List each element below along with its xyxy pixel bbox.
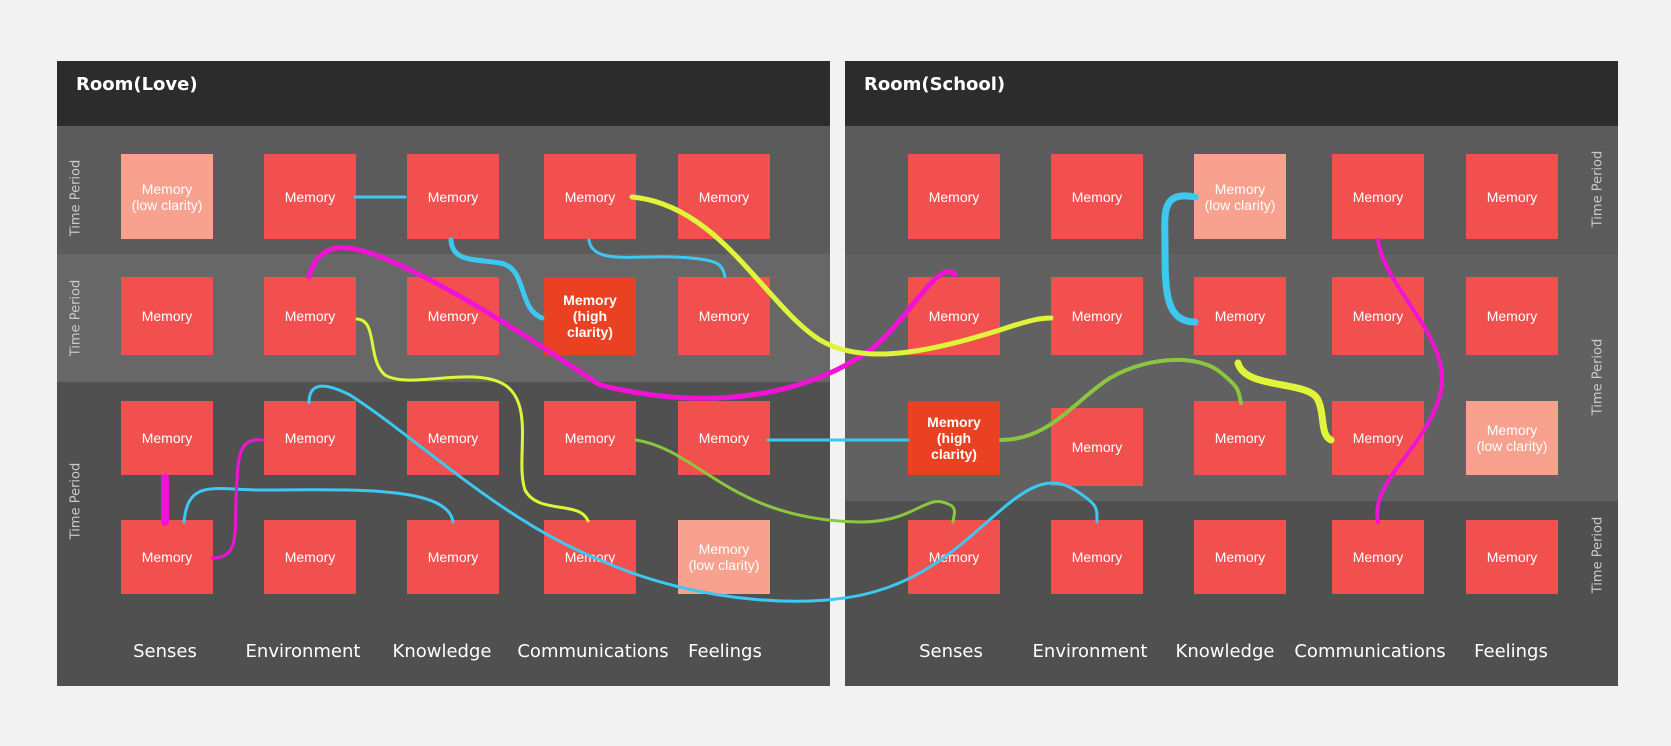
- memory-card[interactable]: Memory: [678, 277, 770, 355]
- memory-card[interactable]: Memory: [121, 277, 213, 355]
- memory-card[interactable]: Memory: [407, 520, 499, 594]
- memory-card[interactable]: Memory: [121, 401, 213, 475]
- column-label-feelings: Feelings: [688, 641, 762, 662]
- memory-card[interactable]: Memory: [1332, 277, 1424, 355]
- memory-card[interactable]: Memory: [264, 277, 356, 355]
- column-label-knowledge: Knowledge: [392, 641, 492, 662]
- time-period-label: Time Period: [1590, 338, 1606, 416]
- time-period-label: Time Period: [68, 159, 84, 237]
- time-period-label: Time Period: [68, 279, 84, 357]
- time-period-label: Time Period: [68, 462, 84, 540]
- column-label-knowledge: Knowledge: [1175, 641, 1275, 662]
- column-label-environment: Environment: [245, 641, 361, 662]
- memory-card[interactable]: Memory: [1194, 277, 1286, 355]
- memory-card[interactable]: Memory: [1051, 520, 1143, 594]
- memory-card[interactable]: Memory: [1332, 401, 1424, 475]
- room-love-title: Room(Love): [76, 74, 198, 95]
- memory-card[interactable]: Memory: [544, 154, 636, 239]
- room-school-panel: Room(School) Time Period Time Period Tim…: [845, 61, 1618, 686]
- memory-card[interactable]: Memory: [908, 520, 1000, 594]
- memory-card[interactable]: Memory: [1466, 277, 1558, 355]
- memory-card[interactable]: Memory: [1332, 154, 1424, 239]
- room-school-header: Room(School): [845, 61, 1618, 126]
- memory-card[interactable]: Memory: [1466, 520, 1558, 594]
- memory-card[interactable]: Memory: [544, 520, 636, 594]
- memory-card[interactable]: Memory: [1194, 401, 1286, 475]
- memory-card[interactable]: Memory (low clarity): [121, 154, 213, 239]
- column-label-environment: Environment: [1032, 641, 1148, 662]
- memory-card[interactable]: Memory: [908, 277, 1000, 355]
- memory-card[interactable]: Memory: [544, 401, 636, 475]
- memory-card[interactable]: Memory (low clarity): [678, 520, 770, 594]
- memory-card[interactable]: Memory (low clarity): [1466, 401, 1558, 475]
- memory-card[interactable]: Memory: [678, 154, 770, 239]
- memory-card[interactable]: Memory: [1051, 277, 1143, 355]
- time-period-label: Time Period: [1590, 516, 1606, 594]
- memory-card[interactable]: Memory: [407, 401, 499, 475]
- memory-card[interactable]: Memory: [1051, 154, 1143, 239]
- memory-card[interactable]: Memory: [121, 520, 213, 594]
- room-love-header: Room(Love): [57, 61, 830, 126]
- memory-card[interactable]: Memory (high clarity): [908, 401, 1000, 475]
- column-label-senses: Senses: [133, 641, 197, 662]
- memory-card[interactable]: Memory (low clarity): [1194, 154, 1286, 239]
- memory-card[interactable]: Memory: [407, 277, 499, 355]
- column-label-feelings: Feelings: [1474, 641, 1548, 662]
- column-label-senses: Senses: [919, 641, 983, 662]
- memory-card[interactable]: Memory: [264, 401, 356, 475]
- memory-card[interactable]: Memory: [407, 154, 499, 239]
- memory-card[interactable]: Memory: [1051, 408, 1143, 486]
- room-school-title: Room(School): [864, 74, 1006, 95]
- memory-card[interactable]: Memory: [678, 401, 770, 475]
- memory-card[interactable]: Memory: [908, 154, 1000, 239]
- memory-card[interactable]: Memory: [264, 520, 356, 594]
- memory-card[interactable]: Memory: [1466, 154, 1558, 239]
- room-love-panel: Room(Love) Time Period Time Period Time …: [57, 61, 830, 686]
- memory-card[interactable]: Memory (high clarity): [544, 277, 636, 355]
- column-label-communications: Communications: [1294, 641, 1446, 662]
- column-label-communications: Communications: [517, 641, 669, 662]
- memory-card[interactable]: Memory: [1194, 520, 1286, 594]
- memory-card[interactable]: Memory: [1332, 520, 1424, 594]
- memory-card[interactable]: Memory: [264, 154, 356, 239]
- time-period-label: Time Period: [1590, 150, 1606, 228]
